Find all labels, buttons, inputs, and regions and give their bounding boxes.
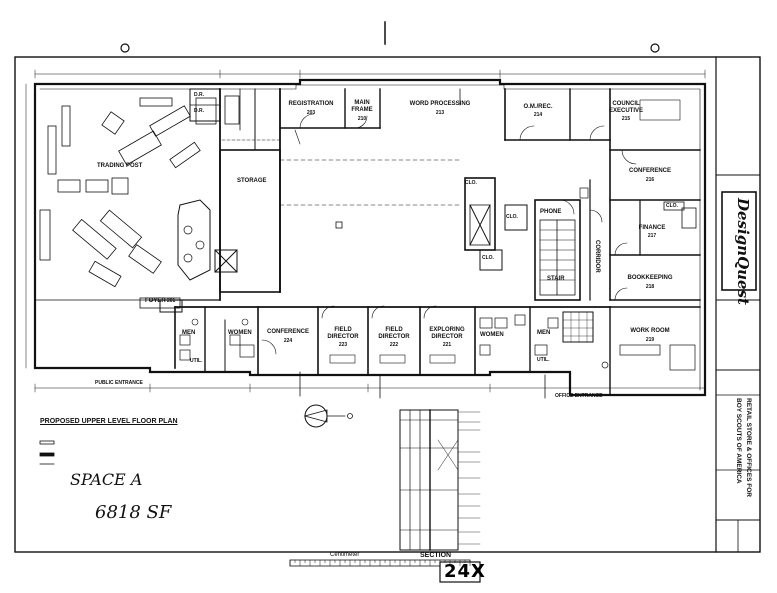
office-entrance-label: OFFICE ENTRANCE [555,393,603,399]
room-name: MEN [182,330,196,336]
room-name: WORD PROCESSING [409,101,471,107]
room-name: MEN [537,330,551,336]
utility-label: UTIL. [537,357,550,363]
exterior-wall [33,78,707,397]
room-name: FIELD DIRECTOR [378,327,410,340]
wall-section-detail [399,409,481,551]
project-title-line-1: RETAIL STORE & OFFICES FOR [745,398,752,497]
room-name: O.M./REC. [523,104,553,110]
room-name: WOMEN [480,332,504,338]
room-number: 213 [435,110,445,116]
firm-name: DesignQuest [734,198,752,305]
room-name: FOYER [145,298,166,304]
room-number: 210 [357,116,367,122]
dr-label: D.R. [194,92,204,98]
room-number: 222 [389,342,399,348]
room-number: 218 [645,284,655,290]
room-name: EXPLORING DIRECTOR [429,327,465,340]
plan-title: PROPOSED UPPER LEVEL FLOOR PLAN [40,418,178,425]
room-name: MAIN FRAME [351,100,373,113]
sheet-border [14,56,761,553]
space-area: 6818 SF [95,502,172,523]
enlargement-label: 24X [444,561,486,582]
room-number: 223 [338,342,348,348]
north-arrow-icon [304,404,328,428]
room-name: REGISTRATION [288,101,334,107]
room-name: STAIR [547,276,565,282]
dr-label: D.R. [194,108,204,114]
public-entrance-label: PUBLIC ENTRANCE [95,380,143,386]
room-name: WORK ROOM [630,328,670,334]
room-name: CONFERENCE [266,329,310,335]
room-number: 224 [283,338,293,344]
room-number: 217 [647,233,657,239]
room-name: FIELD DIRECTOR [327,327,359,340]
room-number: 201 [167,298,176,304]
room-number: 216 [645,177,655,183]
room-number: 219 [645,337,655,343]
room-name: CORRIDOR [594,240,600,273]
section-label: SECTION [420,552,452,559]
room-number: 215 [621,116,631,122]
room-name: COUNCIL EXECUTIVE [608,101,643,114]
room-name: TRADING POST [97,163,143,169]
room-name: PHONE [540,209,562,215]
closet-label: CLO. [666,203,678,209]
closet-label: CLO. [482,255,494,261]
room-name: BOOKKEEPING [627,275,673,281]
project-title-line-2: BOY SCOUTS OF AMERICA [735,398,742,484]
room-name: STORAGE [237,178,267,184]
space-name: SPACE A [70,470,143,489]
room-number: 221 [442,342,452,348]
room-number: 214 [533,112,543,118]
closet-label: CLO. [465,180,477,186]
room-name: CONFERENCE [628,168,672,174]
room-number: 203 [306,110,316,116]
scale-caption: Centimeter [330,552,360,558]
room-name: WOMEN [228,330,252,336]
closet-label: CLO. [506,214,518,220]
room-name: FINANCE [638,225,666,231]
utility-label: UTIL. [190,358,203,364]
